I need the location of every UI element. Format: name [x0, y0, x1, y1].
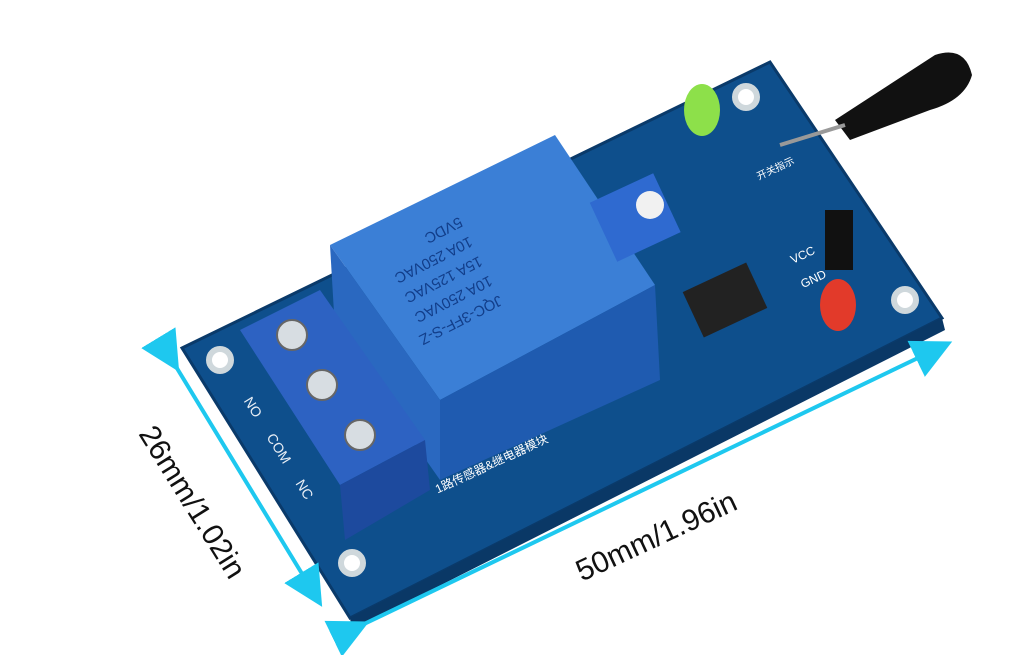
relay	[330, 135, 655, 400]
green-led	[684, 84, 720, 136]
height-dimension-arrow	[141, 327, 323, 607]
flame-sensor	[835, 52, 972, 140]
header-pins	[825, 210, 853, 270]
red-led	[820, 279, 856, 331]
width-dimension-arrow	[324, 340, 953, 655]
comparator-chip	[682, 262, 768, 338]
